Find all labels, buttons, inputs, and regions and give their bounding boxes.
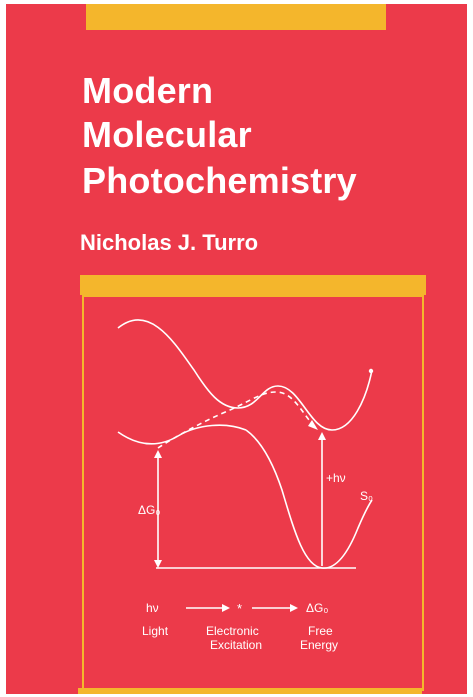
delta-g-arrowhead-top (154, 450, 162, 458)
ground-state-curve-left (117, 424, 247, 445)
book-cover: Modern Molecular Photochemistry Nicholas… (6, 4, 467, 694)
top-accent-stripe (86, 4, 386, 30)
title-line-3: Photochemistry (82, 160, 357, 201)
path-arrowhead (308, 420, 318, 430)
delta-g-arrowhead-bottom (154, 560, 162, 568)
excited-state-curve (117, 319, 373, 431)
legend-electronic: Electronic (206, 624, 259, 638)
excited-marker (368, 368, 374, 374)
legend-arrowhead-2 (290, 604, 298, 612)
panel-accent-bar (80, 275, 426, 295)
legend-excitation: Excitation (210, 638, 262, 652)
legend-free: Free (308, 624, 333, 638)
legend-energy: Energy (300, 638, 338, 652)
s0-label: S₀ (360, 489, 373, 503)
legend-light: Light (142, 624, 169, 638)
ground-state-curve-s0 (245, 429, 373, 569)
diagram-panel (82, 295, 424, 691)
legend-delta-g: ΔG₀ (306, 601, 328, 615)
title-line-2: Molecular (82, 114, 252, 155)
delta-g-label: ΔG₀ (138, 503, 160, 517)
bottom-accent-stripe (78, 688, 422, 694)
legend-star: * (237, 601, 242, 616)
reaction-path-dashed (157, 391, 317, 449)
hv-arrowhead (318, 432, 326, 440)
hv-label: +hν (326, 471, 346, 485)
legend-hv: hν (146, 601, 159, 615)
title-line-1: Modern (82, 70, 214, 111)
author-name: Nicholas J. Turro (80, 230, 259, 255)
legend-arrowhead-1 (222, 604, 230, 612)
